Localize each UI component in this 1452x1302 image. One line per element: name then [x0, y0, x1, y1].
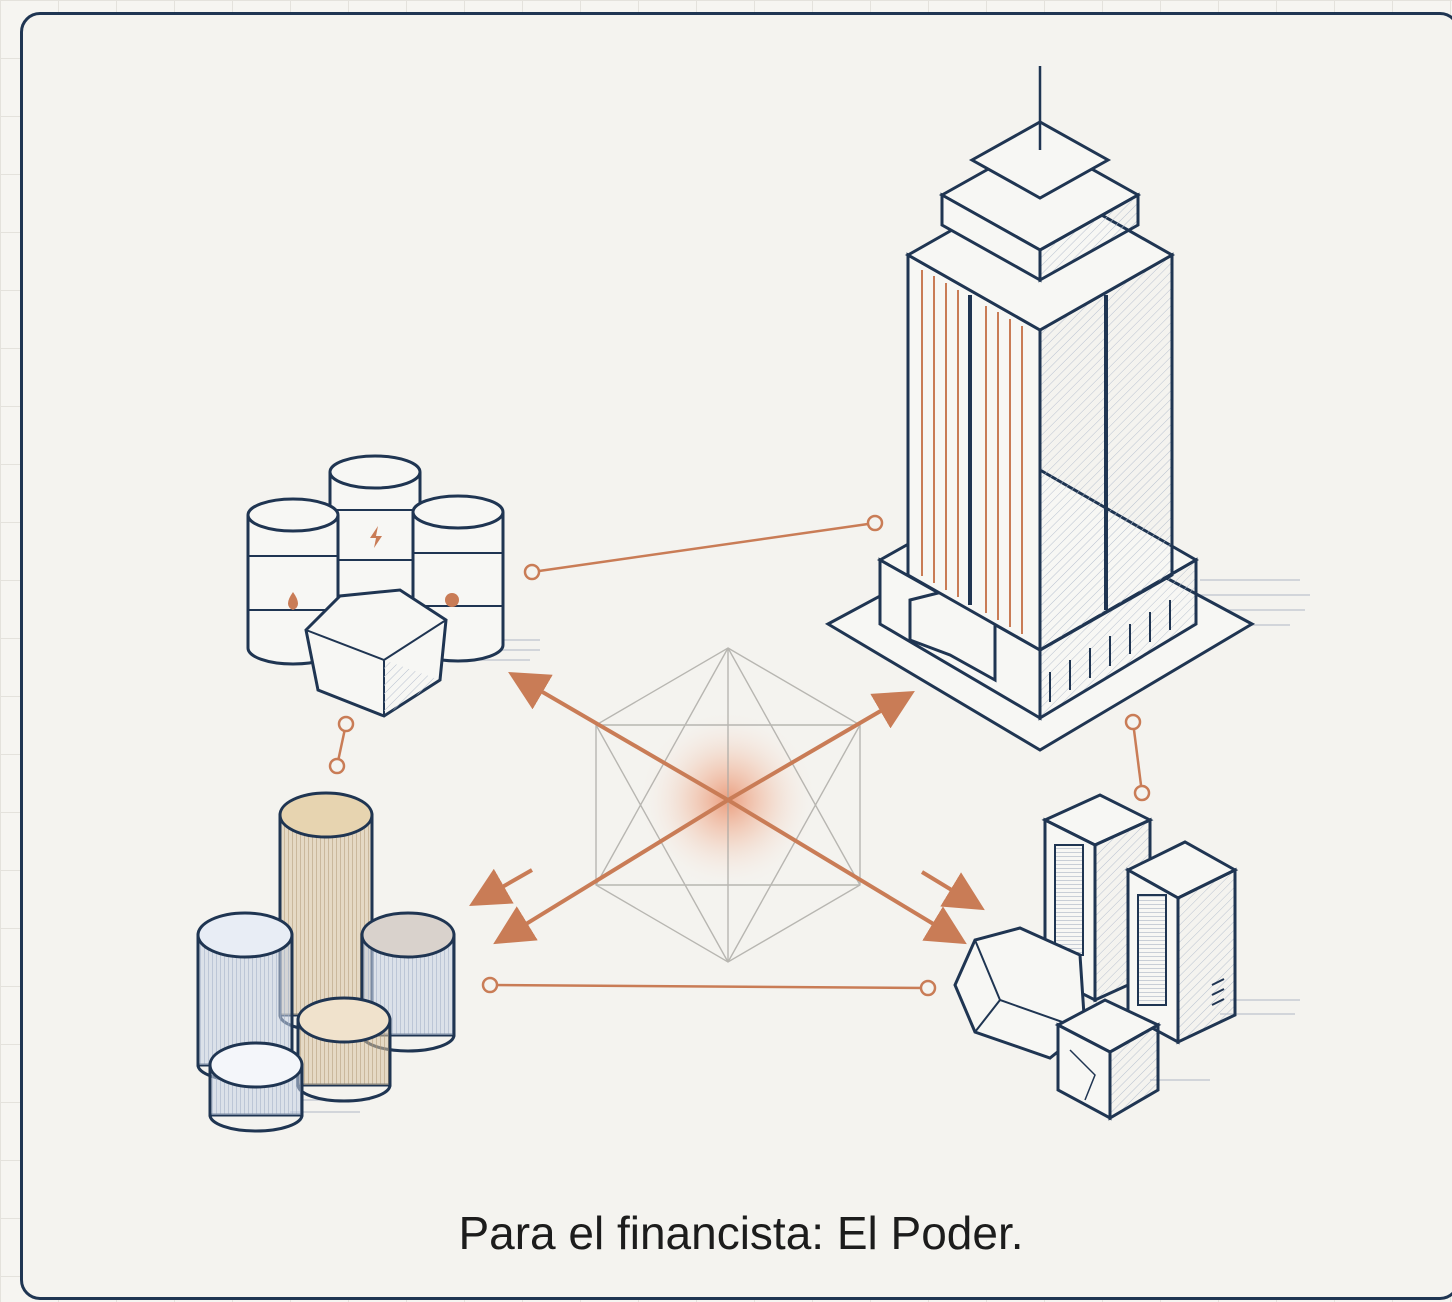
- central-network-icon: [595, 647, 861, 963]
- arrow-to-skyscraper: [726, 690, 915, 802]
- connectors: [328, 514, 1151, 997]
- arrow-to-barrels: [508, 671, 730, 802]
- arrow-small-left: [469, 868, 533, 906]
- oil-barrels-icon: [246, 454, 540, 718]
- flow-arrows: [469, 671, 985, 945]
- arrow-to-servers: [726, 798, 967, 945]
- servers-icon: [1041, 793, 1300, 1081]
- diagram-caption: Para el financista: El Poder.: [458, 1207, 1024, 1259]
- arrow-small-right: [920, 870, 985, 911]
- arrow-to-coins: [493, 798, 730, 945]
- skyscraper-icon: [824, 66, 1310, 752]
- raw-material-block-icon: [953, 926, 1162, 1121]
- coin-stacks-icon: [196, 791, 456, 1133]
